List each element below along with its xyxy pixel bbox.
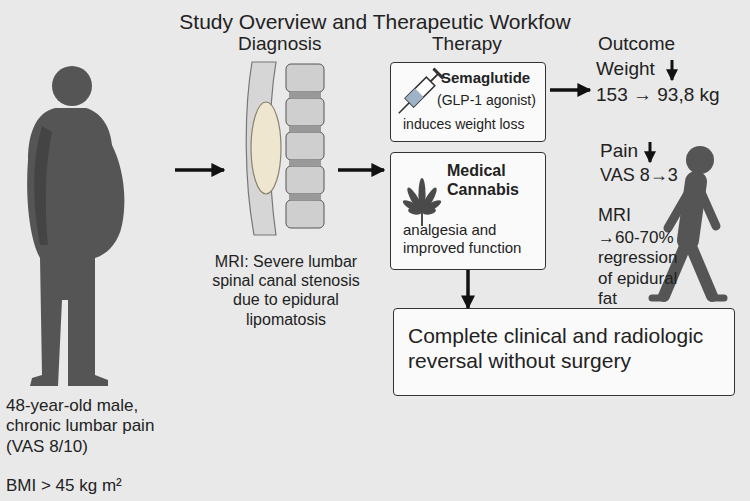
outcome-value: VAS 8→3 xyxy=(600,165,690,187)
box-text: analgesia and improved function xyxy=(403,221,539,257)
outcome-heading: Pain xyxy=(600,140,660,163)
flow-arrow xyxy=(466,270,470,308)
therapy-box: Medical Cannabis analgesia and improved f… xyxy=(390,152,546,270)
therapy-box: Semaglutide (GLP-1 agonist) induces weight… xyxy=(390,62,546,142)
column-heading: Therapy xyxy=(432,33,532,56)
decrease-arrow xyxy=(649,142,652,162)
outcome-value: →60-70% regression of epidural fat xyxy=(598,228,690,310)
decrease-arrow xyxy=(671,60,674,80)
patient-silhouette xyxy=(27,66,124,386)
outcome-heading: MRI xyxy=(598,205,658,227)
diagram-title: Study Overview and Therapeutic Workfow xyxy=(0,10,750,34)
patient-bmi: BMI > 45 kg m² xyxy=(6,476,196,496)
box-text: (GLP-1 agonist) xyxy=(437,92,543,109)
box-heading: Semaglutide xyxy=(441,69,541,87)
box-heading: Complete clinical and radiologic reversa… xyxy=(408,323,730,373)
flow-arrow xyxy=(175,168,224,172)
outcome-value: 153 → 93,8 kg xyxy=(596,84,746,107)
diagnosis-text: MRI: Severe lumbar spinal canal stenosis… xyxy=(210,252,362,329)
box-text: induces weight loss xyxy=(403,116,543,133)
flow-arrow xyxy=(338,168,384,172)
column-heading: Diagnosis xyxy=(238,33,348,56)
flow-arrow xyxy=(550,88,590,92)
spine-illustration xyxy=(246,62,324,235)
result-box: Complete clinical and radiologic reversa… xyxy=(393,308,735,396)
outcome-heading: Weight xyxy=(596,58,676,81)
column-heading: Outcome xyxy=(598,33,708,56)
box-heading: Medical Cannabis xyxy=(447,161,539,199)
patient-description: 48-year-old male, chronic lumbar pain (V… xyxy=(6,396,171,457)
